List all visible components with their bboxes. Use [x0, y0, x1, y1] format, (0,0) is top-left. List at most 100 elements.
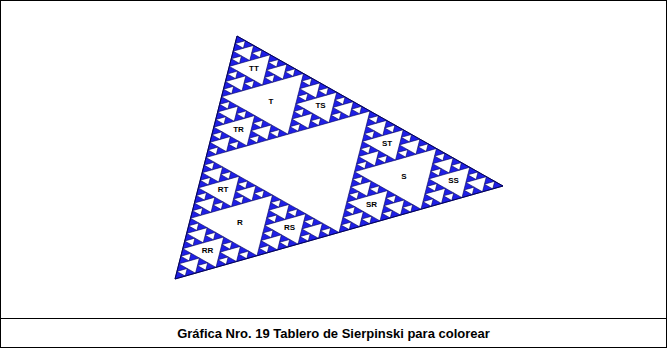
- blue-triangle: [397, 145, 407, 153]
- blue-triangle: [369, 146, 379, 154]
- blue-triangle: [259, 241, 269, 249]
- region-label: RS: [284, 224, 295, 232]
- blue-triangle: [373, 131, 383, 139]
- region-label: T: [269, 98, 274, 106]
- blue-triangle: [279, 235, 289, 243]
- caption-text: Gráfica Nro. 19 Tablero de Sierpinski pa…: [177, 326, 490, 341]
- blue-triangle: [201, 208, 211, 216]
- blue-triangle: [416, 147, 426, 155]
- blue-triangle: [385, 155, 395, 163]
- blue-triangle: [219, 174, 229, 182]
- blue-triangle: [262, 190, 272, 198]
- blue-triangle: [377, 151, 387, 159]
- blue-triangle: [296, 96, 306, 104]
- blue-triangle: [252, 80, 262, 88]
- blue-triangle: [343, 210, 353, 218]
- blue-triangle: [427, 179, 437, 187]
- blue-triangle: [402, 200, 412, 208]
- blue-triangle: [300, 229, 310, 237]
- blue-triangle: [449, 165, 459, 173]
- blue-triangle: [220, 245, 230, 253]
- blue-triangle: [356, 157, 366, 165]
- blue-triangle: [265, 218, 275, 226]
- region-label: TS: [315, 102, 325, 110]
- blue-triangle: [365, 161, 375, 169]
- blue-triangle: [235, 184, 245, 192]
- blue-triangle: [310, 113, 320, 121]
- blue-triangle: [294, 104, 304, 112]
- blue-triangle: [353, 207, 363, 215]
- blue-triangle: [383, 128, 393, 136]
- blue-triangle: [197, 223, 207, 231]
- caption: Gráfica Nro. 19 Tablero de Sierpinski pa…: [2, 320, 665, 346]
- blue-triangle: [353, 172, 363, 180]
- sierpinski-triangles: [175, 36, 503, 279]
- blue-triangle: [283, 72, 293, 80]
- blue-triangle: [218, 252, 228, 260]
- blue-triangle: [298, 124, 308, 132]
- blue-triangle: [355, 164, 365, 172]
- blue-triangle: [228, 137, 238, 145]
- region-label: ST: [382, 140, 392, 148]
- blue-triangle: [364, 126, 374, 134]
- blue-triangle: [367, 189, 377, 197]
- blue-triangle: [443, 188, 453, 196]
- caption-divider: [1, 318, 667, 319]
- blue-triangle: [271, 230, 281, 238]
- blue-triangle: [341, 217, 351, 225]
- blue-triangle: [304, 214, 314, 222]
- blue-triangle: [237, 176, 247, 184]
- region-label: R: [237, 219, 243, 227]
- blue-triangle: [399, 137, 409, 145]
- blue-triangle: [230, 242, 240, 250]
- blue-triangle: [350, 109, 360, 117]
- blue-triangle: [220, 132, 230, 140]
- blue-triangle: [247, 138, 257, 146]
- blue-triangle: [251, 123, 261, 131]
- blue-triangle: [268, 132, 278, 140]
- blue-triangle: [232, 86, 242, 94]
- blue-triangle: [466, 175, 476, 183]
- region-label: SS: [448, 177, 459, 185]
- blue-triangle: [242, 196, 252, 204]
- region-label: TT: [249, 65, 259, 73]
- blue-triangle: [263, 78, 273, 86]
- region-label: SR: [366, 201, 377, 209]
- blue-triangle: [339, 112, 349, 120]
- blue-triangle: [369, 181, 379, 189]
- blue-triangle: [205, 193, 215, 201]
- blue-triangle: [287, 204, 297, 212]
- blue-triangle: [429, 171, 439, 179]
- blue-triangle: [205, 228, 215, 236]
- blue-triangle: [360, 141, 370, 149]
- blue-triangle: [233, 191, 243, 199]
- blue-triangle: [358, 149, 368, 157]
- blue-triangle: [189, 253, 199, 261]
- blue-triangle: [227, 144, 237, 152]
- blue-triangle: [394, 195, 404, 203]
- blue-triangle: [347, 195, 357, 203]
- blue-triangle: [298, 89, 308, 97]
- blue-triangle: [264, 70, 274, 78]
- blue-triangle: [309, 121, 319, 129]
- blue-triangle: [237, 141, 247, 149]
- blue-triangle: [209, 177, 219, 185]
- blue-triangle: [242, 83, 252, 91]
- blue-triangle: [253, 116, 263, 124]
- blue-triangle: [345, 202, 355, 210]
- blue-triangle: [214, 232, 224, 240]
- blue-triangle: [213, 197, 223, 205]
- blue-triangle: [222, 237, 232, 245]
- blue-triangle: [302, 109, 312, 117]
- blue-triangle: [193, 238, 203, 246]
- triangle-outline: [175, 36, 503, 279]
- blue-triangle: [263, 225, 273, 233]
- blue-triangle: [271, 195, 281, 203]
- blue-triangle: [292, 111, 302, 119]
- blue-triangle: [329, 115, 339, 123]
- blue-triangle: [333, 100, 343, 108]
- blue-triangle: [245, 111, 255, 119]
- blue-triangle: [433, 156, 443, 164]
- blue-triangle: [273, 75, 283, 83]
- blue-triangle: [349, 187, 359, 195]
